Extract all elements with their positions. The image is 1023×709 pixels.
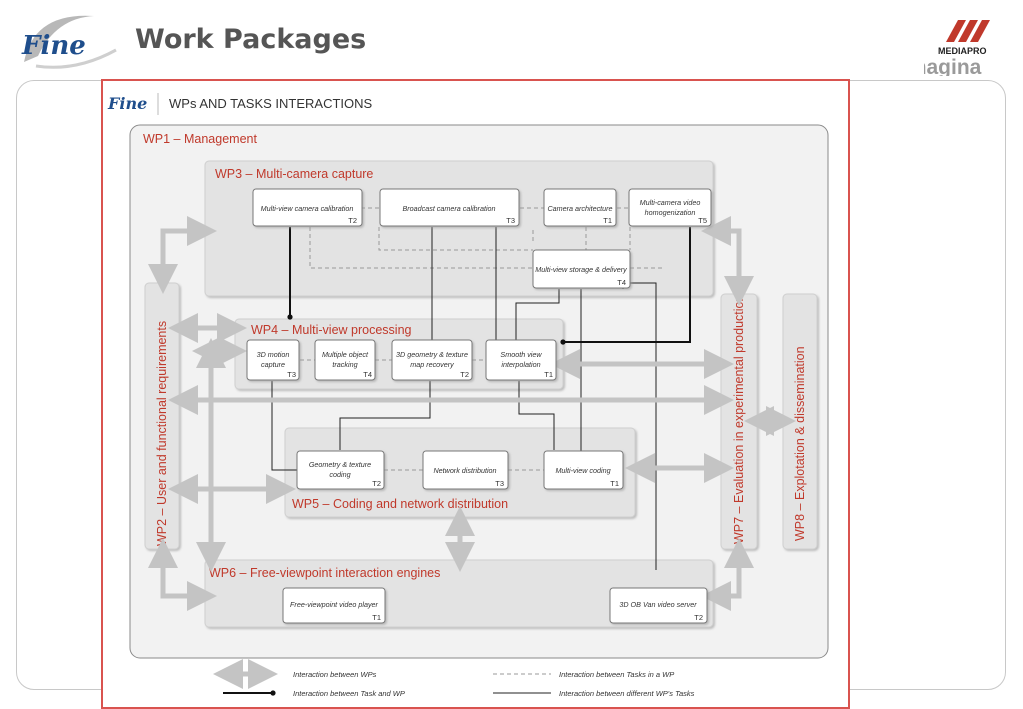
wp6-title: WP6 – Free-viewpoint interaction engines [209,566,440,580]
wp2-title: WP2 – User and functional requirements [155,321,169,546]
svg-text:homogenization: homogenization [645,208,696,217]
wp5-task-geometry-coding: Geometry & texture coding T2 [296,450,385,490]
wp4-task-view-interpolation: Smooth view interpolation T1 [485,339,557,381]
wp7-title: WP7 – Evaluation in experimental product… [732,295,746,544]
svg-text:interpolation: interpolation [501,360,540,369]
wp4-title: WP4 – Multi-view processing [251,323,412,337]
diagram-heading: Fine WPs AND TASKS INTERACTIONS [107,93,373,115]
svg-text:Camera architecture: Camera architecture [547,204,612,213]
wp1-title: WP1 – Management [143,132,257,146]
wp4-task-geometry-recovery: 3D geometry & texture map recovery T2 [391,339,473,381]
svg-text:T3: T3 [495,479,504,488]
svg-text:T2: T2 [460,370,469,379]
fine-small-logo: Fine [107,94,147,113]
task-wp-links [289,227,691,343]
svg-text:T3: T3 [506,216,515,225]
wp3-task-video-homogenization: Multi-camera video homogenization T5 [628,188,712,227]
wp-interaction-diagram: Fine WPs AND TASKS INTERACTIONS WP1 – Ma… [107,93,829,698]
legend-task-and-wp: Interaction between Task and WP [293,689,405,698]
legend-tasks-in-wp: Interaction between Tasks in a WP [559,670,674,679]
wp3-task-broadcast-calibration: Broadcast camera calibration T3 [379,188,520,227]
wp3-task-camera-architecture: Camera architecture T1 [543,188,617,227]
svg-text:Free-viewpoint video player: Free-viewpoint video player [290,600,378,609]
svg-text:T3: T3 [287,370,296,379]
svg-text:capture: capture [261,360,285,369]
svg-text:Multi-view camera calibration: Multi-view camera calibration [261,204,354,213]
wp8-title: WP8 – Explotation & dissemination [793,346,807,541]
svg-text:T1: T1 [603,216,612,225]
imagina-text: imagina [924,56,982,76]
svg-text:Multiple object: Multiple object [322,350,369,359]
svg-text:map recovery: map recovery [410,360,454,369]
wp6-task-video-player: Free-viewpoint video player T1 [282,587,386,624]
dashed-links-wp3 [309,207,663,269]
wp4-task-object-tracking: Multiple object tracking T4 [314,339,376,381]
svg-text:T4: T4 [363,370,372,379]
legend-between-wps: Interaction between WPs [293,670,377,679]
svg-text:3D geometry & texture: 3D geometry & texture [396,350,468,359]
page-title: Work Packages [135,24,367,55]
svg-text:Smooth view: Smooth view [500,350,542,359]
legend-different-wp-tasks: Interaction between different WP's Tasks [559,689,695,698]
legend: Interaction between WPs Interaction betw… [213,659,695,698]
wp6-task-ob-van-server: 3D OB Van video server T2 [609,587,708,624]
svg-text:T5: T5 [698,216,707,225]
svg-text:3D motion: 3D motion [257,350,290,359]
diagram-heading-text: WPs AND TASKS INTERACTIONS [169,96,373,111]
wp3-task-storage-delivery: Multi-view storage & delivery T4 [532,249,631,289]
svg-text:T2: T2 [694,613,703,622]
wp5-task-network-distribution: Network distribution T3 [422,450,509,490]
svg-text:Broadcast camera calibration: Broadcast camera calibration [402,204,495,213]
svg-text:tracking: tracking [332,360,357,369]
wp5-title: WP5 – Coding and network distribution [292,497,508,511]
svg-text:T1: T1 [372,613,381,622]
wp3-title: WP3 – Multi-camera capture [215,167,373,181]
svg-text:Network distribution: Network distribution [433,466,496,475]
svg-text:Multi-view storage & delivery: Multi-view storage & delivery [535,265,627,274]
mediapro-text: MEDIAPRO [938,46,987,56]
wp4-task-motion-capture: 3D motion capture T3 [246,339,300,381]
svg-text:coding: coding [329,470,350,479]
svg-text:T1: T1 [544,370,553,379]
wp3-task-multi-view-calibration: Multi-view camera calibration T2 [252,188,363,227]
svg-text:T1: T1 [610,479,619,488]
svg-text:T4: T4 [617,278,626,287]
svg-text:T2: T2 [348,216,357,225]
svg-text:T2: T2 [372,479,381,488]
wp3-box [204,160,714,297]
svg-text:Multi-camera video: Multi-camera video [640,198,701,207]
fine-logo: Fine [16,10,126,79]
svg-text:3D OB Van video server: 3D OB Van video server [619,600,697,609]
fine-logo-text: Fine [21,31,86,61]
svg-text:Multi-view coding: Multi-view coding [555,466,610,475]
svg-text:Geometry & texture: Geometry & texture [309,460,371,469]
mediapro-logo: MEDIAPRO imagina [902,14,1014,81]
wp5-task-multi-view-coding: Multi-view coding T1 [543,450,624,490]
